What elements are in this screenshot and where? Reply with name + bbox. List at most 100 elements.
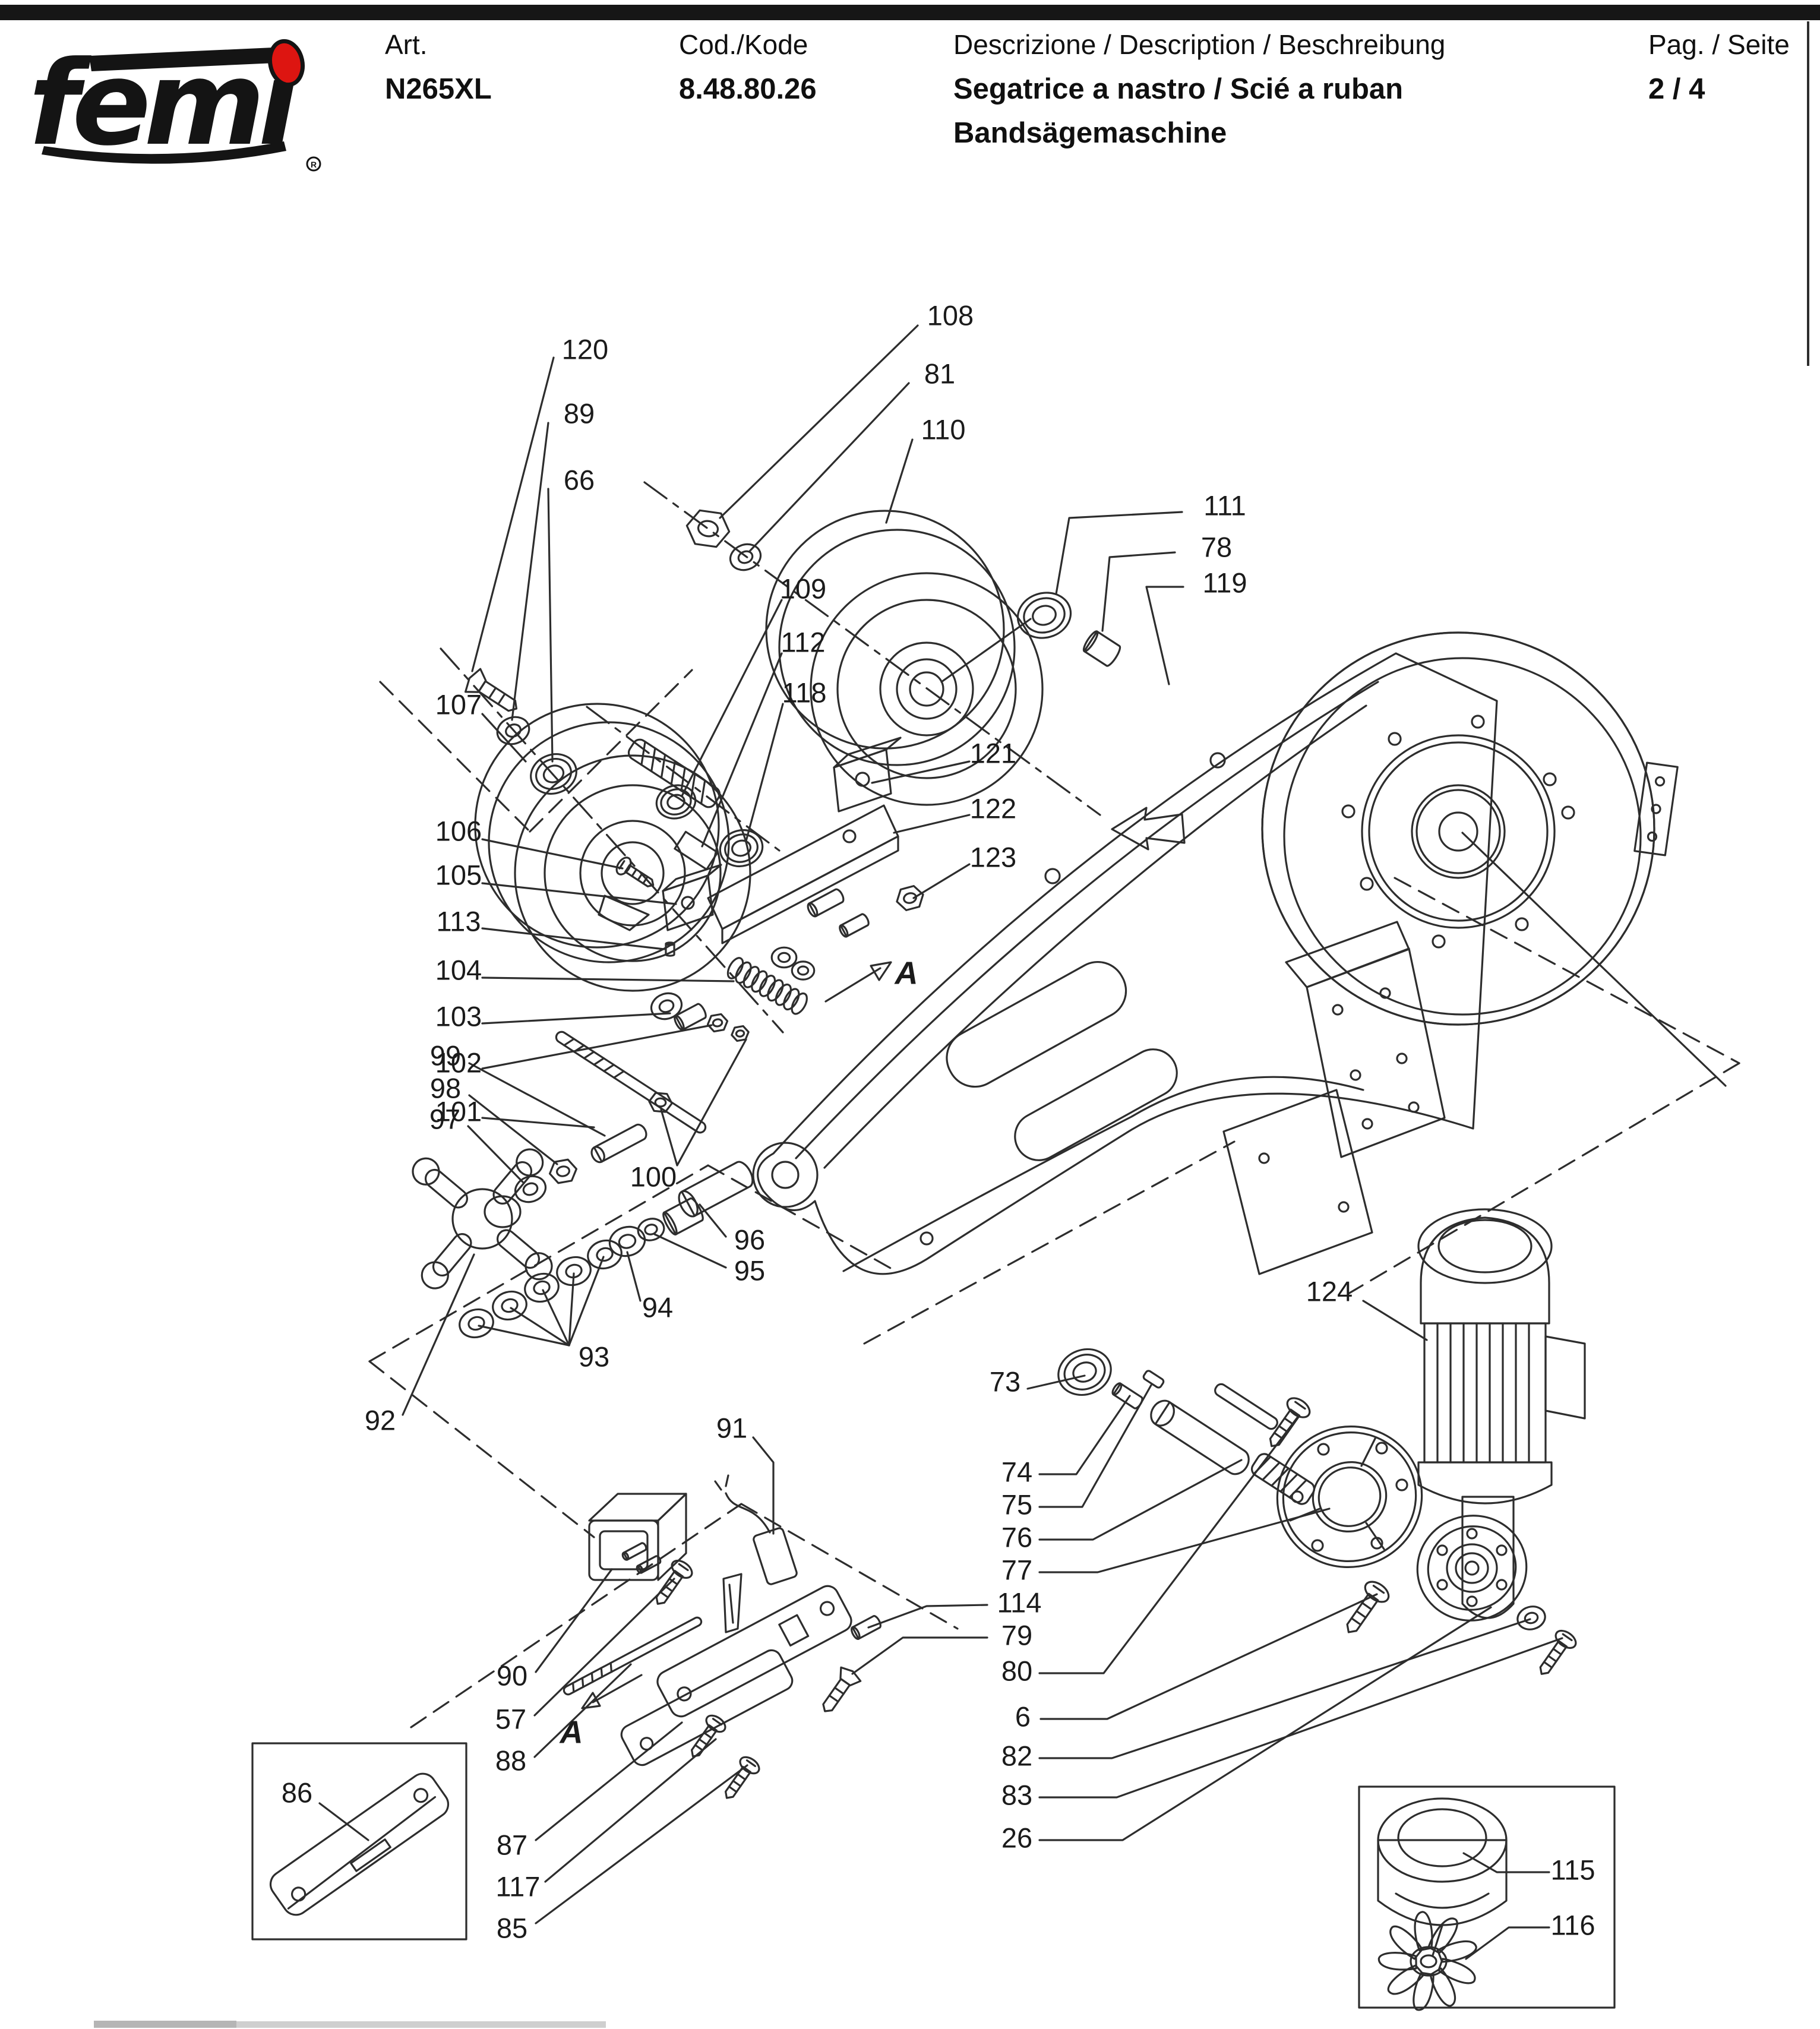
fan-impeller-116 (1376, 1909, 1479, 2012)
inset-box-86 (252, 1743, 466, 1939)
flange-bolt-holes (1342, 716, 1574, 947)
code-label: Cod./Kode (679, 29, 808, 60)
leader-line-81 (750, 383, 909, 551)
part-label-6: 6 (1015, 1701, 1031, 1732)
blade-direction-arrow-icon (1112, 808, 1184, 849)
leader-line-117 (545, 1739, 716, 1882)
guide-bar-122 (708, 805, 898, 943)
description-label: Descrizione / Description / Beschreibung (953, 29, 1446, 60)
leader-line-94 (627, 1252, 640, 1301)
leader-line-88 (535, 1664, 631, 1757)
part-label-123: 123 (970, 841, 1016, 873)
part-label-75: 75 (1001, 1488, 1032, 1520)
leader-line-73 (1028, 1376, 1085, 1389)
leader-line-106 (482, 839, 623, 868)
part-label-124: 124 (1306, 1275, 1353, 1307)
right-rule (1807, 21, 1809, 366)
part-label-78: 78 (1201, 531, 1232, 562)
logo-red-dot (267, 39, 305, 87)
leader-line-85 (536, 1765, 747, 1923)
part-label-121: 121 (970, 737, 1016, 769)
drive-shaft-parts (1052, 1342, 1317, 1506)
motor-124 (1405, 1209, 1585, 1633)
top-rule-bar (0, 5, 1820, 20)
leader-line-90 (536, 1569, 612, 1672)
leader-line-123 (914, 864, 969, 898)
leader-line-75 (1039, 1385, 1151, 1507)
leader-line-107 (482, 714, 526, 761)
registered-mark-icon (306, 156, 321, 172)
part-label-77: 77 (1001, 1554, 1032, 1585)
part-labels: 1088111012089661117811910911211810712112… (282, 299, 1595, 1943)
leader-line-87 (536, 1723, 682, 1840)
leader-line-113 (482, 928, 664, 949)
part-label-116: 116 (1551, 1909, 1595, 1940)
band-wheel-110 (766, 511, 1042, 805)
slide-block-105 (663, 865, 721, 930)
frame-arm-119 (753, 619, 1726, 1274)
leader-line-118 (746, 704, 783, 841)
tension-rack (626, 737, 722, 810)
leader-line-91 (753, 1437, 773, 1534)
leader-line-110 (886, 440, 912, 523)
leader-line-105 (482, 883, 676, 904)
part-label-73: 73 (990, 1366, 1020, 1397)
leader-line-57 (535, 1579, 674, 1715)
part-label-98: 98 (430, 1072, 461, 1104)
leader-line-6 (1041, 1594, 1377, 1719)
logo-top-bar (89, 48, 276, 71)
part-label-115: 115 (1551, 1854, 1595, 1885)
part-label-74: 74 (1001, 1456, 1032, 1487)
fan-cover-115 (1378, 1799, 1506, 1925)
part-label-82: 82 (1001, 1740, 1032, 1771)
page-label: Pag. / Seite (1648, 29, 1790, 60)
leader-line-79 (852, 1638, 987, 1674)
plate-117 (654, 1582, 855, 1720)
part-label-79: 79 (1001, 1619, 1032, 1651)
part-label-110: 110 (921, 413, 966, 445)
leader-line-111 (1056, 512, 1182, 594)
part-label-96: 96 (734, 1224, 765, 1255)
part-label-57: 57 (495, 1703, 526, 1734)
inset-box-fan (1359, 1787, 1614, 2012)
leader-line-114 (868, 1605, 987, 1627)
description-line2: Bandsägemaschine (953, 117, 1227, 149)
latch-group (563, 1475, 883, 1805)
guide-assembly (554, 738, 927, 1134)
part-label-101: 101 (435, 1095, 482, 1127)
guide-block-121 (834, 738, 900, 811)
art-label: Art. (385, 29, 428, 60)
code-value: 8.48.80.26 (679, 73, 817, 105)
logo-swoosh (42, 141, 286, 164)
housing-90 (589, 1494, 686, 1580)
part-label-76: 76 (1001, 1521, 1032, 1553)
construction-lines (369, 482, 1739, 1727)
part-label-105: 105 (435, 859, 482, 890)
leader-line-92 (403, 1254, 474, 1415)
part-label-97: 97 (429, 1103, 460, 1134)
bottom-scan-strip (94, 2021, 236, 2028)
page-value: 2 / 4 (1648, 73, 1705, 105)
part-label-80: 80 (1001, 1655, 1032, 1686)
part-label-118: 118 (782, 677, 827, 708)
motor-drive-group (1052, 1209, 1585, 1682)
pointer-flag (723, 1574, 741, 1632)
part-label-106: 106 (435, 815, 482, 846)
leader-line-115 (1464, 1853, 1549, 1872)
part-label-95: 95 (734, 1254, 765, 1286)
part-label-89: 89 (564, 397, 595, 429)
part-label-109: 109 (780, 573, 826, 604)
leader-line-100 (661, 1039, 746, 1165)
femi-logo: femi R (29, 36, 321, 172)
part-label-81: 81 (924, 358, 955, 389)
bottom-scan-strip-2 (236, 2021, 606, 2028)
leader-line-86 (320, 1803, 368, 1840)
frame-side-tab (1635, 763, 1677, 855)
part-label-88: 88 (495, 1744, 526, 1776)
frame-grip-cutouts (937, 952, 1185, 1169)
leader-line-104 (482, 978, 734, 981)
leader-lines (320, 325, 1562, 1959)
part-label-122: 122 (970, 792, 1016, 824)
